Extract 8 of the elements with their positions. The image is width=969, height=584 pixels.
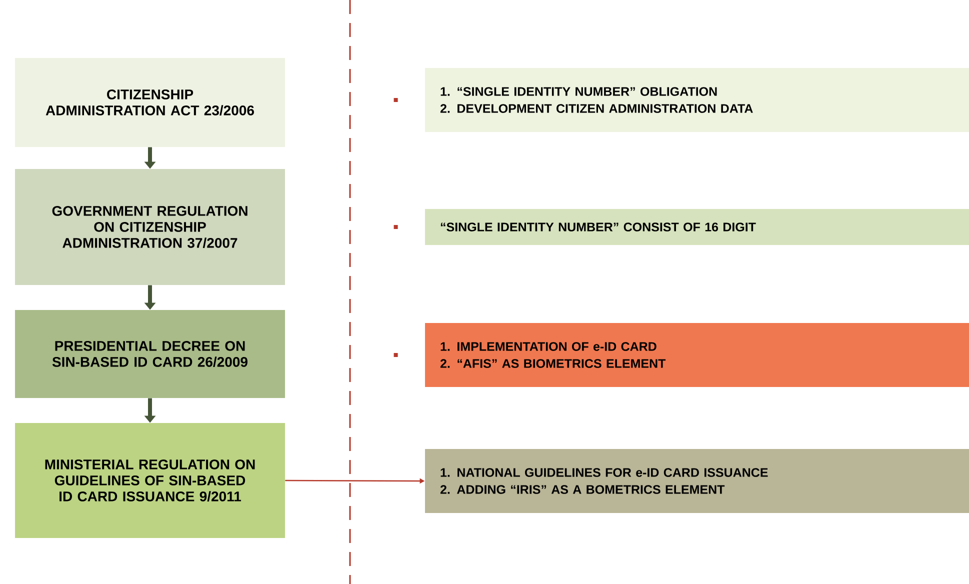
law-box: CITIZENSHIP ADMINISTRATION ACT 23/2006: [15, 58, 285, 147]
outcome-box: 1. NATIONAL GUIDELINES FOR e-ID CARD ISSUANCE 2. ADDING “IRIS” AS A BOMETRICS ELEMENT: [425, 449, 969, 513]
law-box: GOVERNMENT REGULATION ON CITIZENSHIP ADMINISTRATION 37/2007: [15, 169, 285, 285]
outcome-box: 1. IMPLEMENTATION OF e-ID CARD 2. “AFIS” AS BIOMETRICS ELEMENT: [425, 323, 969, 387]
outcome-box: 1. “SINGLE IDENTITY NUMBER” OBLIGATION 2. DEVELOPMENT CITIZEN ADMINISTRATION DATA: [425, 68, 969, 132]
law-box: MINISTERIAL REGULATION ON GUIDELINES OF SIN-BASED ID CARD ISSUANCE 9/2011: [15, 423, 285, 538]
outcome-box: “SINGLE IDENTITY NUMBER” CONSIST OF 16 DIGIT: [425, 209, 969, 245]
law-box: PRESIDENTIAL DECREE ON SIN-BASED ID CARD 26/2009: [15, 310, 285, 398]
